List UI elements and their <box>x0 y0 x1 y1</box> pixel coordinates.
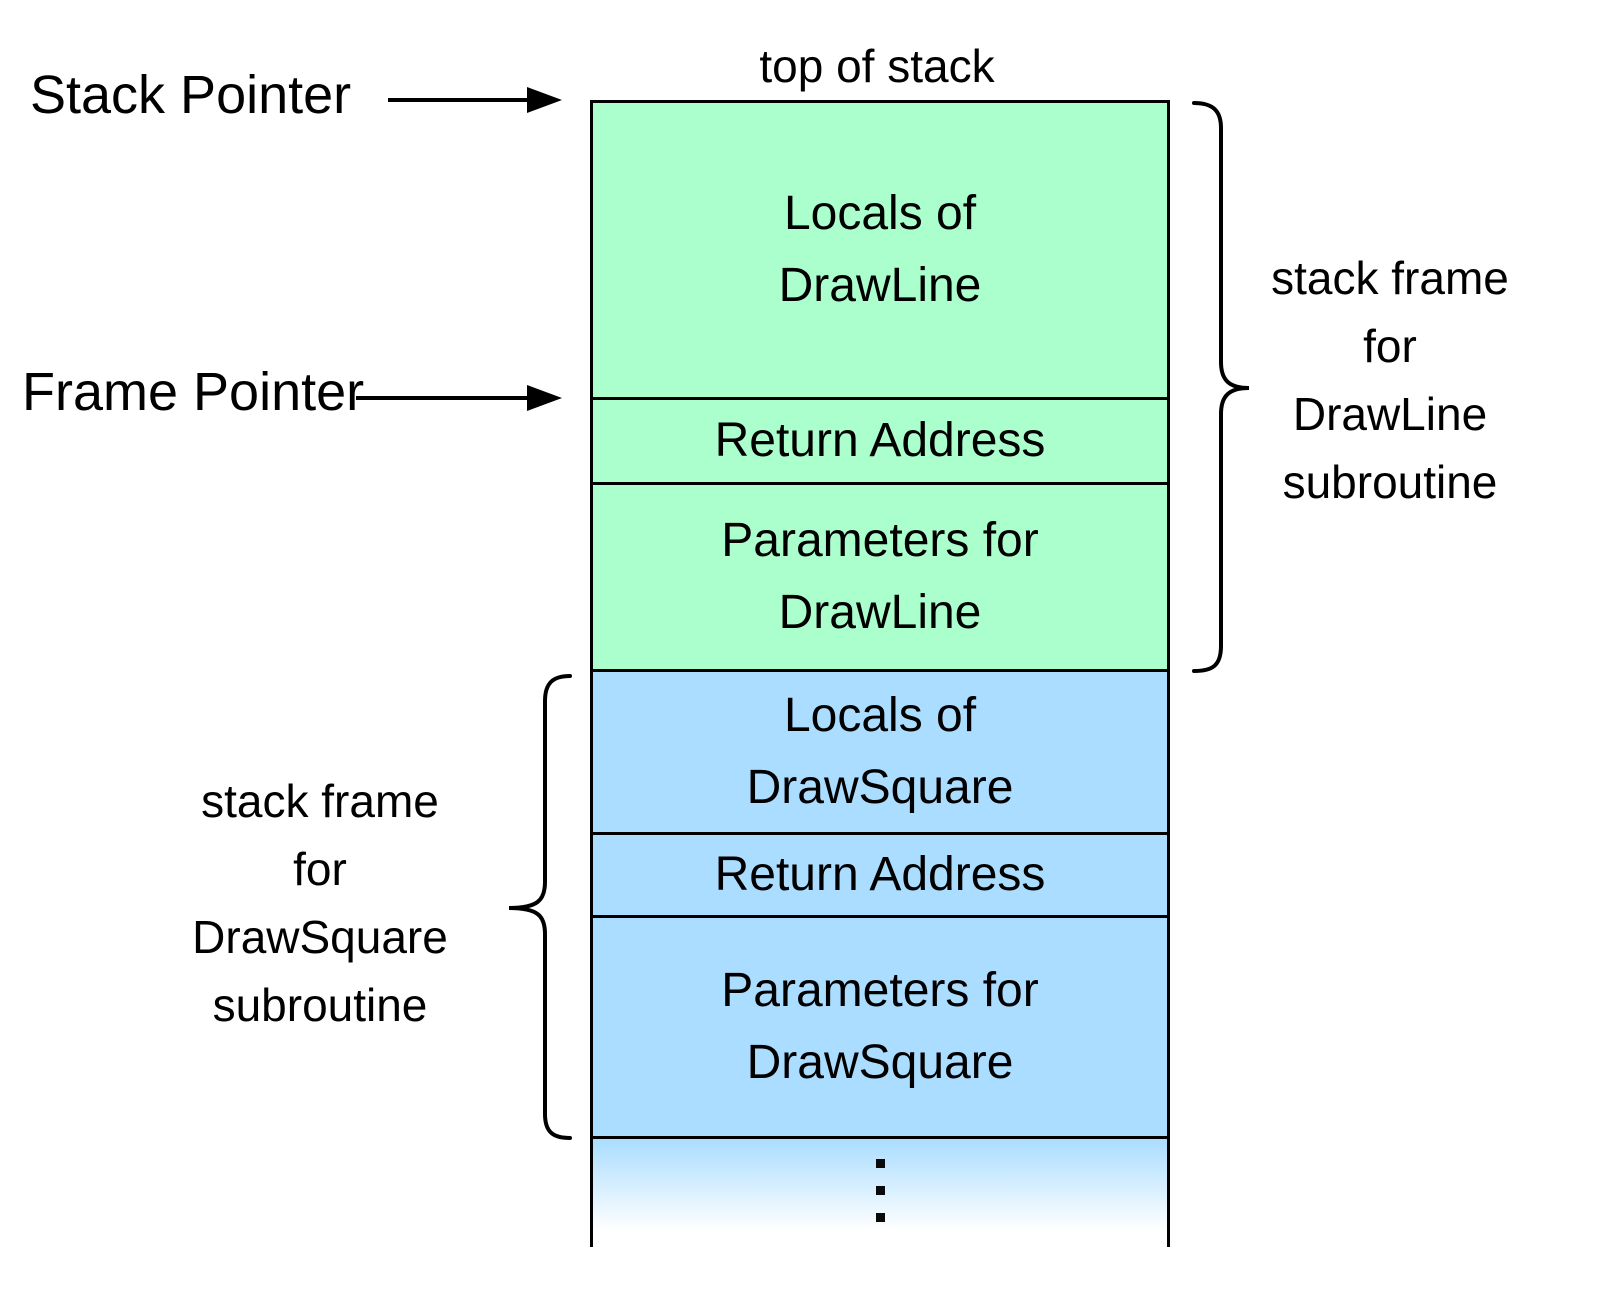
stack-row-locals-drawline: Locals of DrawLine <box>593 103 1167 400</box>
stack-box: Locals of DrawLine Return Address Parame… <box>590 100 1170 1247</box>
stack-pointer-label: Stack Pointer <box>30 65 352 125</box>
stack-row-label-line: DrawLine <box>778 259 982 312</box>
ellipsis-dot <box>875 1213 885 1222</box>
drawline-frame-caption: stack frame for DrawLine subroutine <box>1190 244 1590 516</box>
stack-row-label-line: Return Address <box>714 414 1046 467</box>
ellipsis-dot <box>875 1186 885 1195</box>
caption-line: for <box>1363 320 1417 372</box>
stack-row-label-line: Parameters for <box>721 514 1039 567</box>
continuation-ellipsis-icon <box>875 1159 885 1222</box>
stack-row-return-address-drawsquare: Return Address <box>593 835 1167 918</box>
stack-row-label-line: Locals of <box>783 187 977 240</box>
stack-pointer-arrow <box>388 87 562 113</box>
stack-row-parameters-drawline: Parameters for DrawLine <box>593 485 1167 672</box>
arrowhead-icon <box>527 87 562 113</box>
drawsquare-frame-caption: stack frame for DrawSquare subroutine <box>118 767 522 1039</box>
caption-line: DrawSquare <box>192 911 448 963</box>
caption-line: DrawLine <box>1292 388 1488 440</box>
stack-row-label-line: DrawSquare <box>746 1036 1014 1089</box>
caption-line: stack frame <box>1271 252 1509 304</box>
arrowhead-icon <box>527 385 562 411</box>
stack-row-locals-drawsquare: Locals of DrawSquare <box>593 672 1167 835</box>
stack-row-label-line: Locals of <box>783 689 977 742</box>
caption-line: subroutine <box>212 979 428 1031</box>
caption-line: subroutine <box>1282 456 1498 508</box>
stack-row-label-line: Return Address <box>714 848 1046 901</box>
stack-row-parameters-drawsquare: Parameters for DrawSquare <box>593 918 1167 1139</box>
caption-line: stack frame <box>201 775 439 827</box>
stack-continuation-fade <box>593 1139 1167 1247</box>
frame-pointer-label: Frame Pointer <box>22 362 365 422</box>
stack-row-label-line: Parameters for <box>721 964 1039 1017</box>
top-of-stack-label: top of stack <box>759 40 995 92</box>
caption-line: for <box>293 843 347 895</box>
stack-row-label-line: DrawLine <box>778 586 982 639</box>
stack-row-label-line: DrawSquare <box>746 761 1014 814</box>
ellipsis-dot <box>875 1159 885 1168</box>
frame-pointer-arrow <box>356 385 562 411</box>
stack-row-return-address-drawline: Return Address <box>593 400 1167 485</box>
